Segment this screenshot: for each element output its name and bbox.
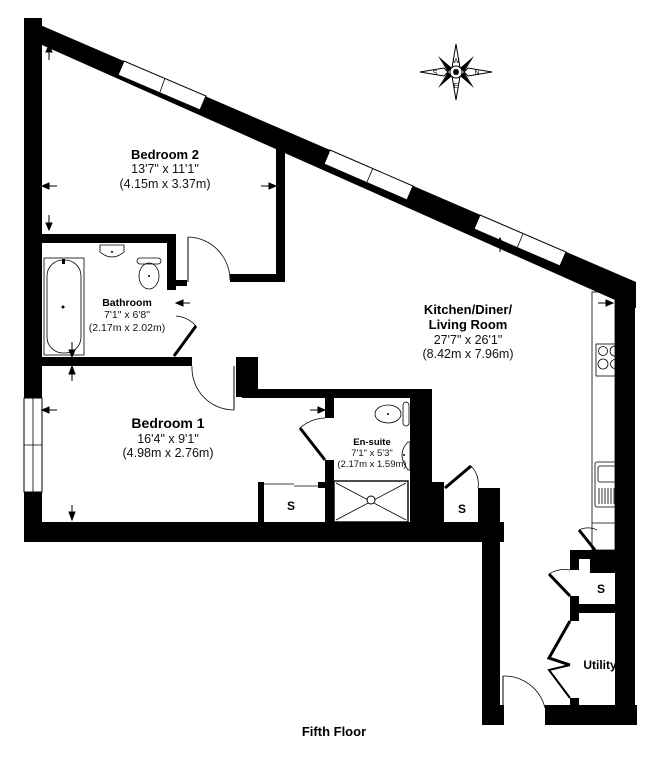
room-dim-metric: (2.17m x 2.02m) (88, 321, 166, 334)
fixtures (43, 244, 625, 551)
room-label-bedroom-2: Bedroom 2 13'7" x 11'1" (4.15m x 3.37m) (119, 147, 210, 192)
room-label-bedroom-1: Bedroom 1 16'4" x 9'1" (4.98m x 2.76m) (122, 415, 213, 461)
room-dim-imperial: 7'1" x 5'3" (351, 448, 393, 460)
room-dim-metric: (2.17m x 1.59m) (337, 459, 407, 471)
room-name-line1: Kitchen/Diner/ (423, 302, 513, 317)
room-dim-imperial: 7'1" x 6'8" (104, 309, 150, 322)
room-dim-imperial: 27'7" x 26'1" (433, 332, 503, 347)
room-label-kitchen-diner-living: Kitchen/Diner/ Living Room 27'7" x 26'1"… (422, 302, 513, 362)
compass-right-letter: N (474, 70, 479, 77)
room-dim-metric: (4.98m x 2.76m) (122, 446, 214, 461)
room-name-line2: Living Room (428, 317, 508, 333)
room-label-bathroom: Bathroom 7'1" x 6'8" (2.17m x 2.02m) (89, 297, 165, 334)
compass-left-letter: S (433, 70, 438, 77)
doors (172, 236, 598, 709)
storage-label: S (596, 582, 606, 596)
compass-bottom-letter: E (454, 83, 459, 90)
room-dim-imperial: 13'7" x 11'1" (131, 162, 199, 177)
drainer-icon (598, 488, 618, 504)
windows (23, 60, 567, 493)
outer-walls (24, 18, 637, 725)
room-dim-imperial: 16'4" x 9'1" (137, 431, 199, 446)
room-name: Bathroom (102, 297, 152, 309)
floor-title: Fifth Floor (301, 724, 367, 739)
room-name: En-suite (353, 437, 391, 448)
storage-label: S (457, 502, 467, 516)
room-label-utility: Utility (583, 658, 617, 672)
room-dim-metric: (8.42m x 7.96m) (422, 347, 514, 362)
room-dim-metric: (4.15m x 3.37m) (119, 177, 211, 192)
compass-rose-icon: W E S N (419, 43, 493, 101)
compass-top-letter: W (453, 58, 460, 65)
dimension-arrows (40, 43, 615, 522)
storage-label: S (286, 499, 296, 513)
room-name: Bedroom 2 (131, 147, 199, 162)
room-label-en-suite: En-suite 7'1" x 5'3" (2.17m x 1.59m) (337, 437, 406, 471)
interior-walls (42, 142, 635, 708)
room-name: Bedroom 1 (131, 415, 205, 431)
